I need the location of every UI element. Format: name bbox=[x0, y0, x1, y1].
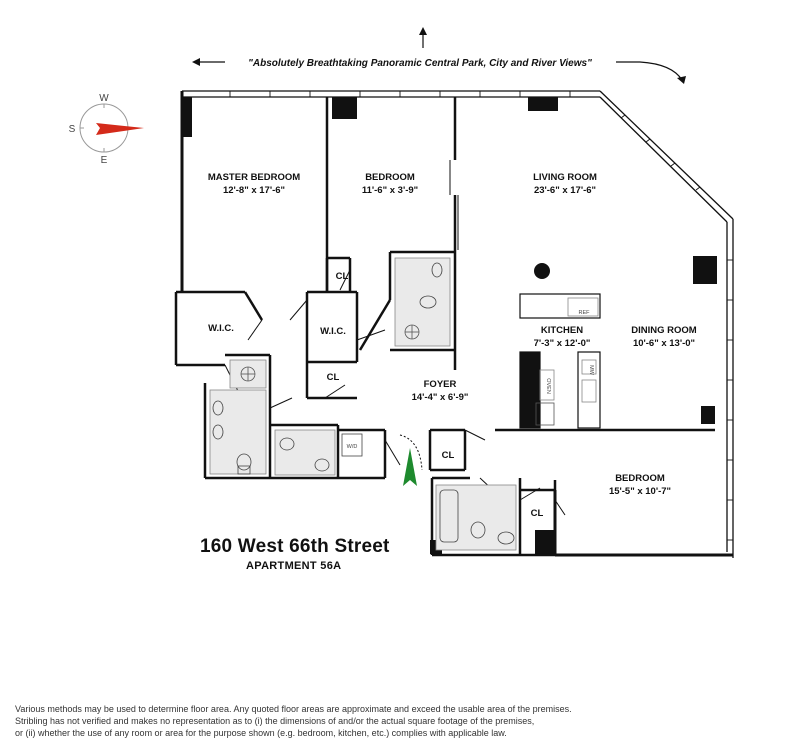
kitchen-fixtures bbox=[519, 293, 601, 429]
living-room-dims: 23'-6" x 17'-6" bbox=[534, 185, 596, 196]
structural-columns bbox=[182, 97, 717, 555]
disclaimer-line: or (ii) whether the use of any room or a… bbox=[15, 728, 507, 738]
entry-arrow-icon bbox=[403, 448, 417, 486]
refrigerator-label: REF bbox=[579, 310, 591, 316]
bedroom-1-dims: 11'-6" x 3'-9" bbox=[362, 185, 418, 196]
washer-dryer-label: W/D bbox=[347, 444, 358, 450]
compass-needle-icon bbox=[96, 123, 144, 135]
bedroom-1-closet-label: CL bbox=[336, 271, 349, 282]
master-bedroom-label: MASTER BEDROOM bbox=[208, 172, 300, 183]
master-wic-label: W.I.C. bbox=[208, 323, 234, 334]
compass-east: E bbox=[101, 155, 108, 166]
disclaimer-line: Various methods may be used to determine… bbox=[15, 704, 572, 714]
sliding-partition bbox=[449, 160, 459, 250]
microwave-label: MW bbox=[588, 365, 594, 376]
disclaimer-line: Stribling has not verified and makes no … bbox=[15, 716, 535, 726]
column-round-icon bbox=[534, 263, 550, 279]
living-room-label: LIVING ROOM bbox=[533, 172, 597, 183]
foyer-closet-label-2: CL bbox=[442, 450, 455, 461]
dining-room-dims: 10'-6" x 13'-0" bbox=[633, 338, 695, 349]
apartment-number: APARTMENT 56A bbox=[246, 560, 342, 572]
dining-room-label: DINING ROOM bbox=[631, 325, 697, 336]
compass-south: S bbox=[69, 124, 76, 135]
foyer-dims: 14'-4" x 6'-9" bbox=[412, 392, 469, 403]
bedroom-1-label: BEDROOM bbox=[365, 172, 415, 183]
kitchen-label: KITCHEN bbox=[541, 325, 583, 336]
bedroom-2-dims: 15'-5" x 10'-7" bbox=[609, 486, 671, 497]
foyer-label: FOYER bbox=[424, 379, 457, 390]
foyer-closet-label-1: CL bbox=[327, 372, 340, 383]
bedroom-2-closet-label: CL bbox=[531, 508, 544, 519]
interior-walls bbox=[174, 97, 715, 557]
disclaimer: Various methods may be used to determine… bbox=[15, 703, 795, 739]
compass-west: W bbox=[99, 93, 109, 104]
floor-plan: "Absolutely Breathtaking Panoramic Centr… bbox=[69, 27, 734, 558]
master-bedroom-dims: 12'-8" x 17'-6" bbox=[223, 185, 285, 196]
bedroom-wic-label: W.I.C. bbox=[320, 326, 346, 337]
window-mullions bbox=[229, 91, 733, 541]
kitchen-dims: 7'-3" x 12'-0" bbox=[534, 338, 591, 349]
building-address: 160 West 66th Street bbox=[200, 536, 390, 557]
compass: W S E bbox=[69, 93, 144, 166]
oven-label: OVEN bbox=[545, 378, 551, 394]
views-arrows bbox=[192, 27, 686, 84]
views-caption: "Absolutely Breathtaking Panoramic Centr… bbox=[248, 58, 592, 69]
fixtures bbox=[209, 257, 517, 551]
bedroom-2-label: BEDROOM bbox=[615, 473, 665, 484]
